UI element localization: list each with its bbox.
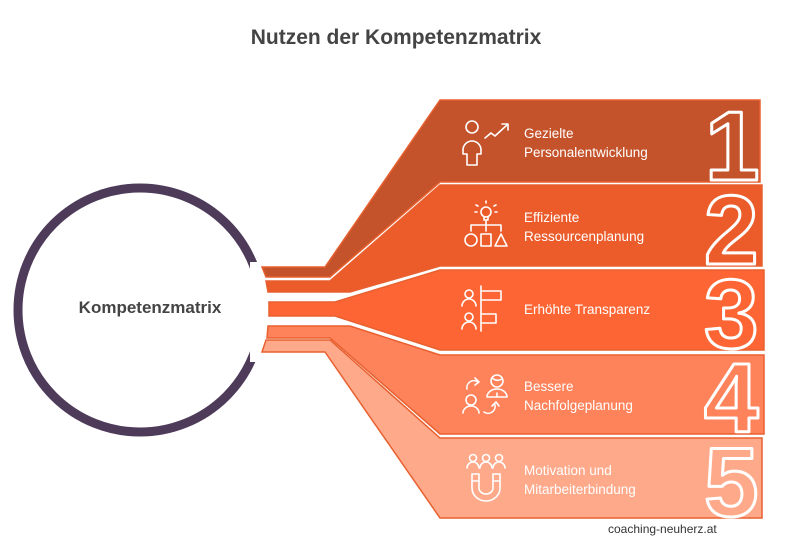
item-2-label: Effiziente Ressourcenplanung (524, 210, 645, 244)
page-title: Nutzen der Kompetenzmatrix (250, 26, 542, 49)
number-4: 4 (704, 343, 759, 453)
item-1-label: Gezielte Personalentwicklung (524, 126, 648, 160)
idea-hierarchy-icon (464, 200, 508, 247)
number-2: 2 (704, 175, 759, 285)
number-5: 5 (704, 427, 759, 537)
number-3: 3 (704, 259, 759, 369)
item-5-label: Motivation und Mitarbeiterbindung (524, 463, 636, 497)
succession-icon (462, 374, 508, 415)
center-label: Kompetenzmatrix (78, 298, 222, 317)
people-bars-icon (461, 285, 502, 332)
band-1 (260, 99, 761, 278)
source-credit: coaching-neuherz.at (608, 522, 717, 536)
number-1: 1 (705, 91, 760, 201)
team-magnet-icon (466, 453, 506, 502)
item-4-label: Bessere Nachfolgeplanung (524, 379, 633, 413)
band-4 (266, 325, 765, 435)
band-3 (268, 269, 765, 351)
person-growth-icon (462, 120, 509, 166)
item-3-label: Erhöhte Transparenz (524, 302, 651, 317)
band-5 (260, 339, 763, 519)
band-2 (265, 184, 763, 293)
